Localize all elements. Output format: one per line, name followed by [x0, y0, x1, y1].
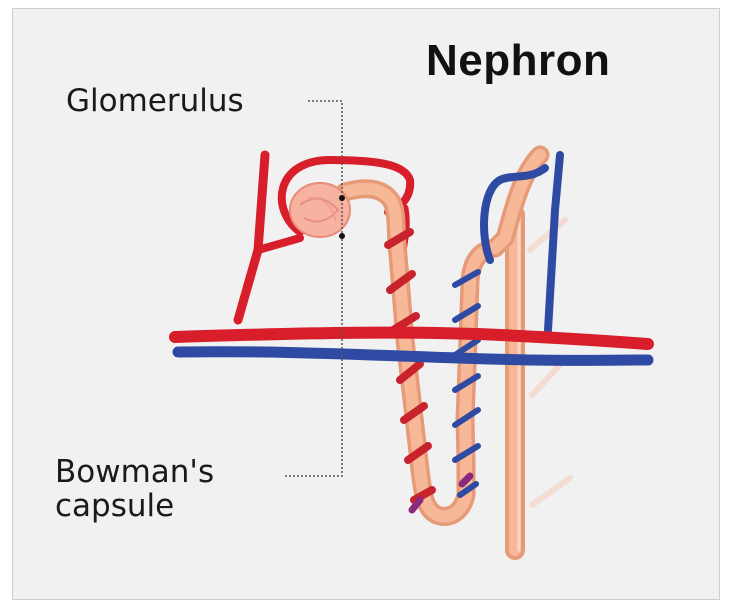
collecting-duct	[515, 215, 519, 550]
glomerulus-capsule	[290, 183, 350, 237]
